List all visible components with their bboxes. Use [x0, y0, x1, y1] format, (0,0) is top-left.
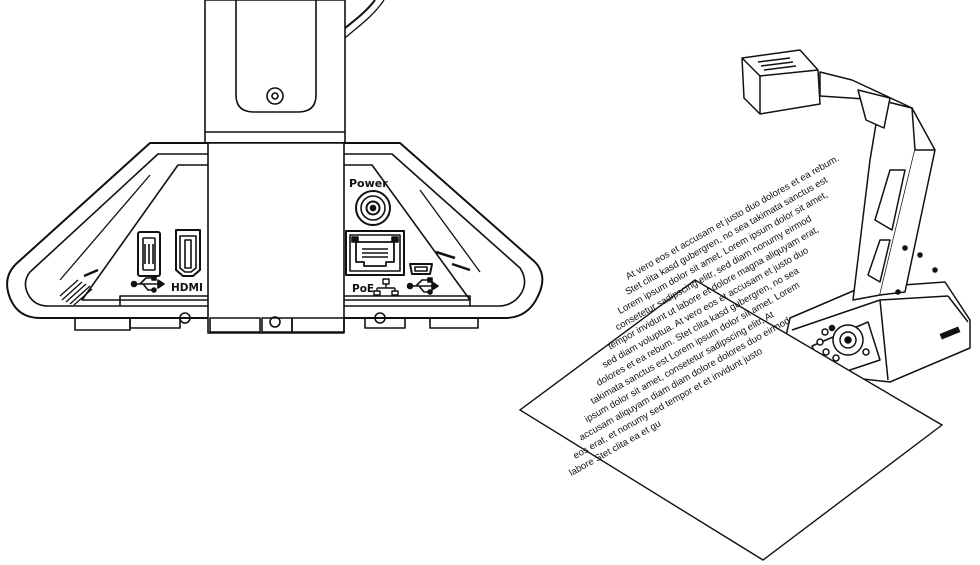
mini-usb-port — [409, 263, 433, 275]
base-feet — [74, 312, 479, 333]
usb-icon — [406, 277, 439, 295]
speaker-grille — [59, 279, 93, 306]
brand-logo — [939, 326, 961, 340]
ethernet-port — [345, 230, 405, 276]
hdmi-label: HDMI — [171, 282, 203, 294]
poe-label: PoE — [352, 283, 374, 295]
camera-vent — [757, 57, 797, 71]
arm-screw — [266, 87, 284, 105]
document-camera — [741, 49, 971, 383]
hdmi-port — [175, 229, 201, 277]
power-label: Power — [349, 177, 388, 190]
usb-a-port — [137, 231, 161, 277]
port-panel-view: HDMI Power PoE — [6, 0, 544, 334]
network-icon — [373, 278, 399, 296]
arm-column — [204, 0, 346, 144]
usb-icon — [130, 275, 165, 293]
power-port — [355, 190, 391, 226]
